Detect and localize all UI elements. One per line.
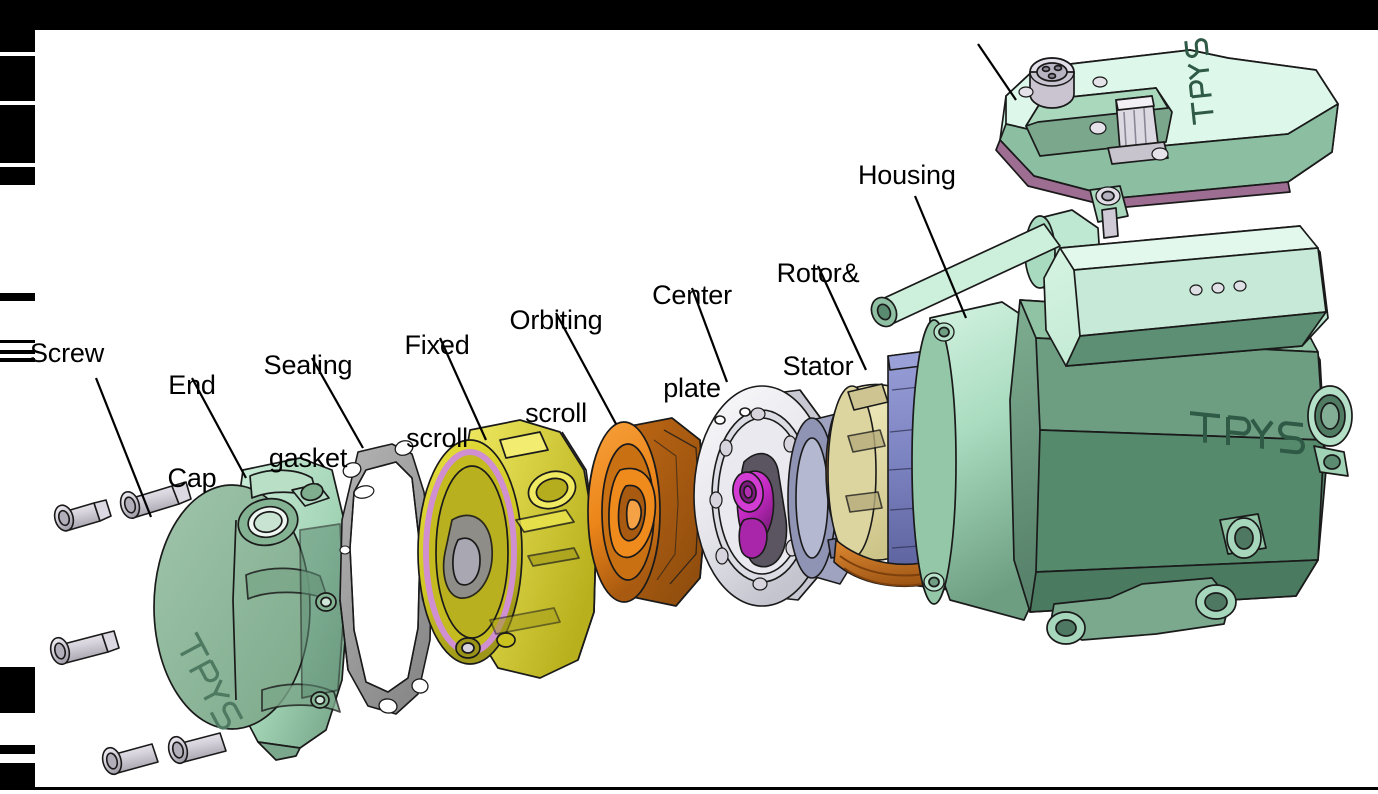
inverter-module	[995, 38, 1339, 367]
edge-artifact-bar	[0, 105, 35, 163]
callout-label-end-cap: End Cap	[160, 308, 224, 556]
edge-artifact-bar	[0, 358, 35, 362]
screw	[49, 630, 120, 666]
leader-fixed-scroll	[438, 337, 488, 441]
callout-line: Center	[652, 280, 732, 310]
edge-artifact-bar	[0, 350, 35, 354]
callout-line: Cap	[167, 463, 217, 493]
callout-label-screw: Screw	[30, 338, 105, 368]
screw	[119, 481, 192, 520]
housing-part	[870, 209, 1353, 645]
callout-line: End	[168, 370, 216, 400]
brand-mark-endcap	[179, 631, 244, 730]
screw	[53, 499, 112, 532]
leader-screw	[94, 377, 153, 518]
callout-line: plate	[663, 373, 721, 403]
edge-artifact-bar	[0, 167, 35, 185]
callout-line: gasket	[268, 443, 348, 473]
edge-artifact-bar	[0, 763, 35, 788]
brand-mark-inverter	[1184, 38, 1214, 125]
leader-sealing-gasket	[311, 357, 364, 449]
callout-label-center-plate: Center plate	[642, 218, 742, 466]
edge-artifact-bar	[0, 667, 35, 713]
callout-line: Sealing	[263, 350, 353, 380]
edge-artifact-bar	[0, 340, 35, 343]
leader-center-plate	[690, 287, 729, 383]
callout-line: scroll	[406, 423, 468, 453]
callout-label-orbiting-scroll: Orbiting scroll	[496, 243, 616, 491]
callout-line: scroll	[525, 398, 587, 428]
callout-label-sealing-gasket: Sealing gasket	[254, 288, 362, 536]
screw	[101, 743, 159, 776]
callout-label-housing: Housing	[858, 160, 956, 190]
edge-artifact-bar	[0, 293, 35, 301]
sealing-gasket-part	[339, 440, 435, 715]
screw	[167, 732, 227, 765]
leader-inverter	[977, 43, 1017, 101]
brand-mark-housing	[1190, 411, 1305, 455]
edge-artifact-bar	[0, 0, 1378, 30]
fixed-scroll-part	[417, 419, 597, 679]
callout-line: Stator	[782, 351, 854, 381]
edge-artifact-bar	[0, 787, 1378, 790]
end-cap-part	[153, 457, 349, 761]
edge-artifact-bar	[0, 745, 35, 754]
leader-housing	[913, 195, 968, 319]
callout-label-fixed-scroll: Fixed scroll	[392, 268, 482, 516]
callout-line: Orbiting	[509, 305, 603, 335]
edge-artifact-bar	[0, 30, 35, 52]
callout-label-rotor-stator: Rotor& Stator	[766, 196, 870, 444]
callout-line: Rotor&	[776, 258, 860, 288]
callout-leader-lines	[94, 43, 1017, 518]
leader-rotor-stator	[817, 265, 867, 371]
callout-line: Fixed	[404, 330, 470, 360]
leader-end-cap	[191, 377, 247, 479]
leader-orbiting-scroll	[555, 312, 617, 425]
edge-artifact-bar	[0, 56, 35, 101]
